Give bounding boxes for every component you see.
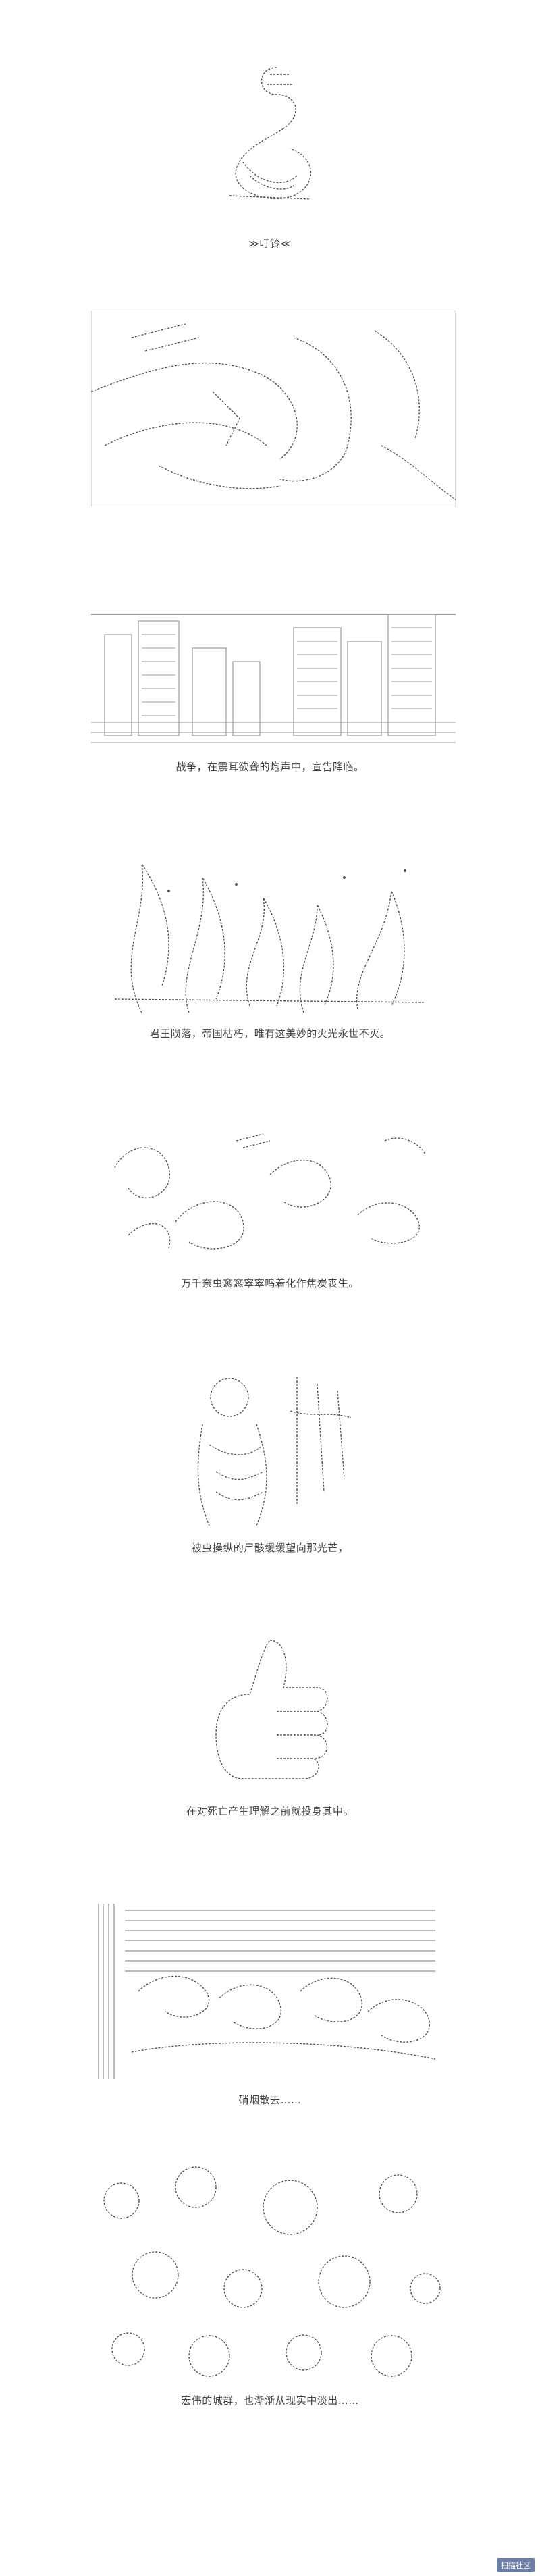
panel-6-caption: 被虫操纵的尸骸缓缓望向那光芒， xyxy=(191,1542,349,1554)
insects-ascii-art xyxy=(101,1114,452,1269)
hands-ascii-art xyxy=(91,311,456,506)
panel-9: 宏伟的城群，也渐渐从现实中淡出…… xyxy=(0,2153,540,2558)
panel-4-caption: 君王陨落，帝国枯朽，唯有这美妙的火光永世不灭。 xyxy=(149,1027,391,1040)
panel-9-caption: 宏伟的城群，也渐渐从现实中淡出…… xyxy=(181,2394,359,2407)
corpse-figure-ascii-art xyxy=(182,1370,358,1532)
panel-1-caption: ≫叮铃≪ xyxy=(248,238,292,250)
panel-8-caption: 硝烟散去…… xyxy=(238,2094,302,2106)
panel-7-caption: 在对死亡产生理解之前就投身其中。 xyxy=(186,1805,354,1817)
panel-2 xyxy=(0,297,540,513)
panel-8: 硝烟散去…… xyxy=(0,1890,540,2120)
city-skyline-ascii-art xyxy=(91,567,456,756)
smoke-ascii-art xyxy=(98,1897,442,2086)
bell-ascii-art xyxy=(202,54,338,216)
fire-ascii-art xyxy=(101,837,439,1019)
panel-4: 君王陨落，帝国枯朽，唯有这美妙的火光永世不灭。 xyxy=(0,824,540,1053)
panel-3-caption: 战争，在震耳欲聋的炮声中，宣告降临。 xyxy=(176,761,364,773)
panel-5-caption: 万千奈虫窸窸窣窣鸣着化作焦炭丧生。 xyxy=(181,1277,359,1289)
bubbles-ascii-art xyxy=(94,2160,446,2383)
panel-5: 万千奈虫窸窸窣窣鸣着化作焦炭丧生。 xyxy=(0,1100,540,1310)
thumbs-up-ascii-art xyxy=(202,1634,338,1789)
panel-6: 被虫操纵的尸骸缓缓望向那光芒， xyxy=(0,1364,540,1573)
panel-7: 在对死亡产生理解之前就投身其中。 xyxy=(0,1627,540,1836)
watermark-badge: 扫描社区 xyxy=(497,2558,535,2572)
panel-1: ≫叮铃≪ xyxy=(0,41,540,257)
panel-3: 战争，在震耳欲聋的炮声中，宣告降临。 xyxy=(0,554,540,783)
